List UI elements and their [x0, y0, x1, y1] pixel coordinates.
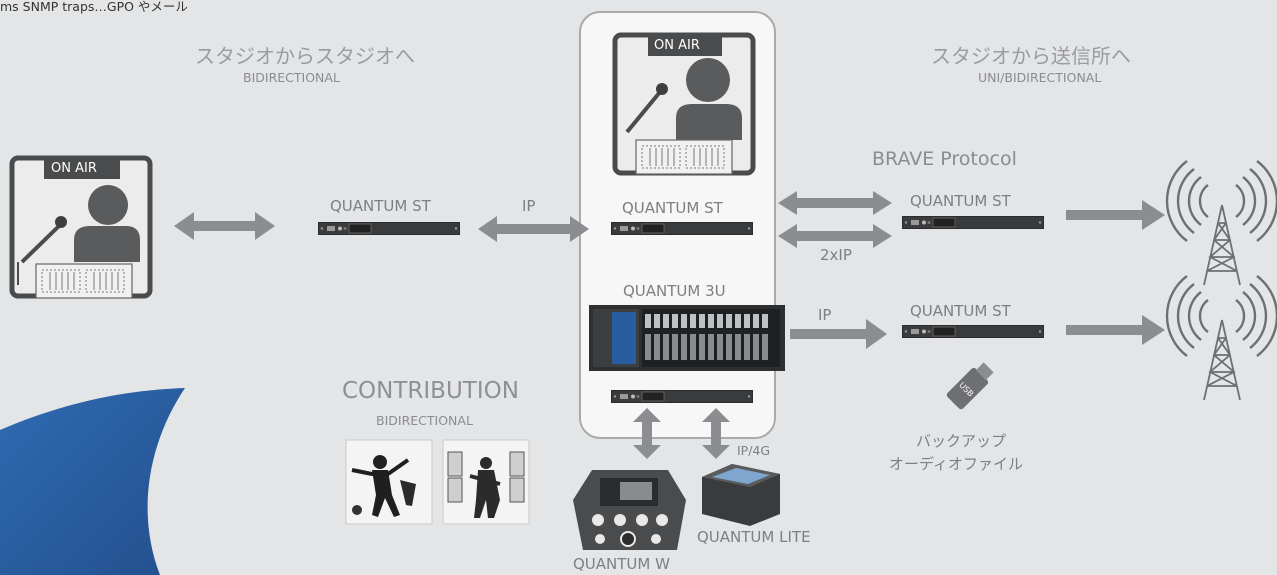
onair-left-label: ON AIR — [51, 161, 97, 176]
quantum-st-bottom-device — [610, 389, 754, 404]
ip-left-label: IP — [522, 197, 536, 215]
brave-protocol-label: BRAVE Protocol — [872, 148, 1017, 170]
arrows — [174, 191, 1165, 459]
transmitter-tower-icon — [1165, 159, 1277, 287]
left-onair-frame — [9, 155, 153, 299]
ip-right-label: IP — [818, 306, 832, 324]
contribution-photo-sports — [345, 439, 433, 525]
quantum-st-center-label: QUANTUM ST — [622, 199, 723, 217]
backup-label-line1: バックアップ — [916, 432, 1007, 450]
arrow-to-tower-bottom — [1066, 315, 1165, 345]
quantum-st-right-top-label: QUANTUM ST — [910, 192, 1011, 210]
top-note: ms SNMP traps…GPO やメール — [0, 0, 188, 14]
quantum-st-right-bottom-label: QUANTUM ST — [910, 302, 1011, 320]
quantum-lite-label: QUANTUM LITE — [697, 528, 811, 546]
arrow-ip-right — [790, 319, 887, 349]
quantum-st-center-device — [610, 221, 754, 236]
arrow-brave-2 — [778, 224, 892, 248]
ip4g-label: IP/4G — [737, 443, 771, 458]
arrow-quantum-lite — [702, 408, 730, 459]
quantum-lite-device — [702, 464, 780, 526]
center-onair-frame — [612, 32, 756, 176]
right-section-title: スタジオから送信所へ — [931, 44, 1131, 68]
transmitter-tower-icon — [1165, 274, 1277, 402]
contribution-sub: BIDIRECTIONAL — [376, 413, 473, 428]
two-ip-label: 2xIP — [820, 246, 852, 264]
contribution-title: CONTRIBUTION — [342, 378, 519, 404]
left-section-sub: BIDIRECTIONAL — [243, 70, 340, 85]
blue-swoosh — [0, 388, 185, 575]
usb-stick-icon — [946, 362, 994, 410]
quantum-st-right-top-device — [901, 215, 1045, 230]
quantum-3u-label: QUANTUM 3U — [623, 282, 726, 300]
arrow-studio-link — [174, 212, 275, 240]
quantum-3u-device — [589, 305, 785, 371]
contribution-photo-concert — [442, 439, 530, 525]
right-section-sub: UNI/BIDIRECTIONAL — [978, 70, 1102, 85]
quantum-st-right-bottom-device — [901, 324, 1045, 339]
left-section-title: スタジオからスタジオへ — [195, 44, 415, 68]
arrow-to-tower-top — [1066, 200, 1165, 230]
quantum-st-left-label: QUANTUM ST — [330, 197, 431, 215]
onair-center-label: ON AIR — [654, 38, 700, 53]
arrow-quantum-w — [633, 408, 661, 459]
arrow-ip-left — [478, 216, 589, 242]
backup-label-line2: オーディオファイル — [889, 455, 1023, 473]
quantum-w-label: QUANTUM W — [573, 555, 670, 573]
quantum-w-device — [573, 470, 686, 550]
arrow-brave-1 — [778, 191, 892, 215]
quantum-st-left-device — [317, 221, 461, 236]
